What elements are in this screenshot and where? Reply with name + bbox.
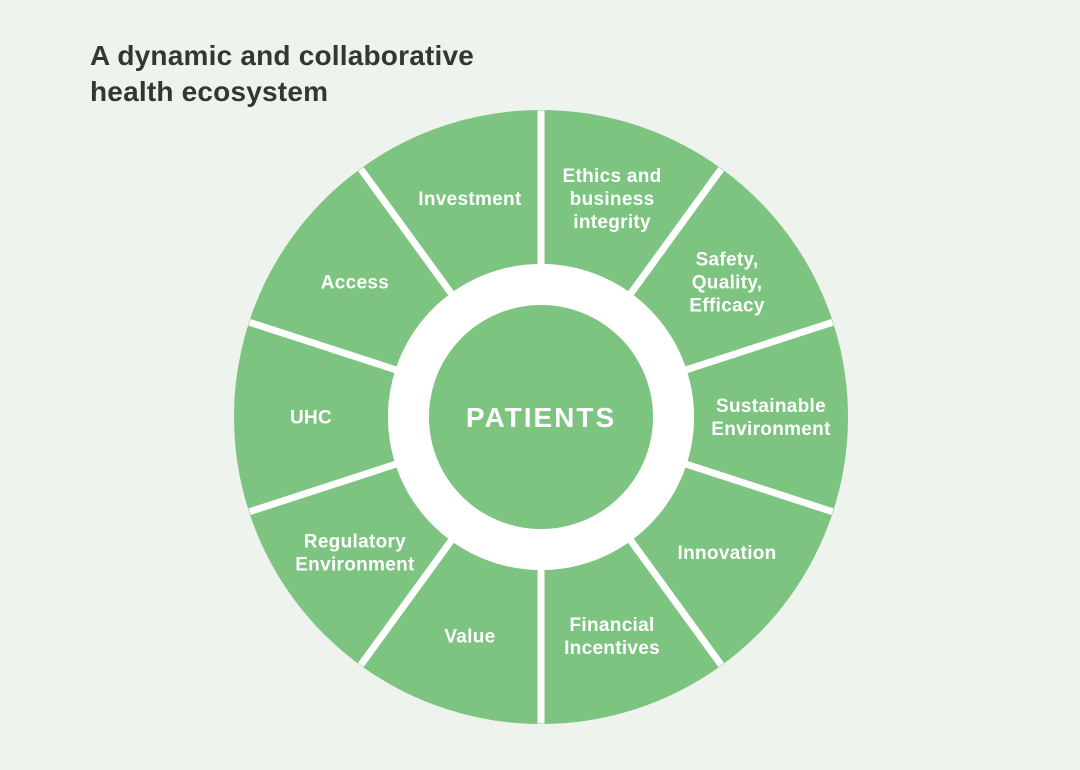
- segment-label-value: Value: [444, 626, 495, 647]
- center-ring: [388, 264, 694, 570]
- patients-hub: [429, 305, 653, 529]
- wheel-segments: [234, 110, 848, 724]
- segment-label-uhc: UHC: [290, 408, 332, 429]
- divider-line: [358, 529, 461, 668]
- divider-line: [674, 318, 834, 377]
- page-title-line-2: health ecosystem: [90, 76, 329, 107]
- segment-regulatory-environment: [249, 464, 452, 666]
- divider-line: [248, 457, 408, 516]
- segment-dividers: [248, 110, 834, 724]
- segment-innovation: [630, 464, 833, 666]
- segment-label-access: Access: [321, 273, 389, 294]
- divider-line: [358, 166, 461, 305]
- segment-label-innovation: Innovation: [678, 543, 777, 564]
- segment-safety-quality-efficacy: [630, 168, 833, 370]
- page-title: A dynamic and collaborative health ecosy…: [90, 38, 530, 110]
- divider-line: [621, 166, 724, 305]
- patients-label: PATIENTS: [466, 402, 616, 433]
- segment-sustainable-environment: [686, 322, 848, 512]
- segment-ethics-and-business-integrity: [541, 110, 722, 294]
- divider-line: [248, 318, 408, 377]
- divider-line: [621, 529, 724, 668]
- segment-financial-incentives: [541, 540, 722, 724]
- segment-uhc: [234, 322, 396, 512]
- segment-investment: [360, 110, 541, 294]
- segment-value: [360, 540, 541, 724]
- segment-access: [249, 168, 452, 370]
- page-title-line-1: A dynamic and collaborative: [90, 40, 475, 71]
- divider-line: [674, 457, 834, 516]
- segment-label-investment: Investment: [418, 189, 522, 210]
- segment-label-safety-quality-efficacy: Safety,Quality,Efficacy: [689, 250, 764, 317]
